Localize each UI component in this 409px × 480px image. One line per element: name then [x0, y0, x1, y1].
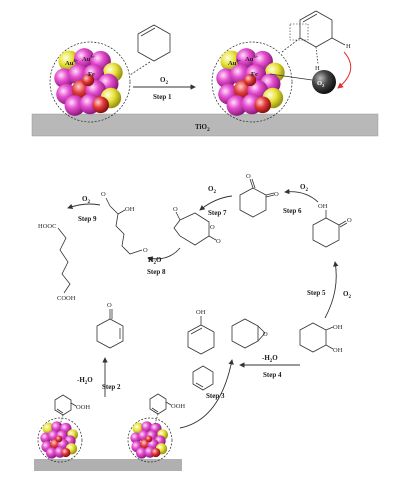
step2-reagent: -H2O — [77, 376, 93, 386]
step5-reagent: O2 — [343, 290, 351, 300]
step5-arrow — [324, 261, 339, 319]
o2-atom-label: O2 — [317, 80, 325, 88]
au-label-1: Auδ+ — [65, 58, 79, 67]
cyclohexanedione-icon — [239, 178, 275, 218]
fe-atom-sphere — [244, 74, 257, 87]
au-fe-cluster-bottom-left — [37, 417, 83, 463]
au-fe-cluster-left — [49, 41, 131, 123]
fe-atom-sphere — [82, 74, 95, 87]
support-atom-sphere — [74, 48, 95, 69]
h-atom-2: H — [315, 65, 320, 72]
epoxide-o-label: O — [263, 331, 268, 338]
red-curved-arrow — [337, 51, 352, 89]
step9-reagent: O2 — [82, 195, 90, 205]
tio2-label: TiO2 — [195, 123, 210, 133]
step9-arrow — [67, 203, 101, 210]
support-atom-sphere — [135, 447, 148, 459]
fe-atom-sphere — [55, 435, 63, 443]
step6-arrow — [284, 188, 319, 203]
step7-arrow — [199, 195, 233, 211]
step1-reagent: O2 — [160, 76, 168, 86]
cyclohexene-intermediate-icon — [281, 10, 346, 65]
step6-reagent: O2 — [300, 183, 308, 193]
cyclohexenyl-hydroperoxide-left-icon — [54, 394, 77, 426]
oxoacid-o-label-2: O — [143, 247, 148, 254]
step6-label: Step 6 — [283, 207, 302, 215]
fe-label-2: Fe — [251, 71, 258, 78]
fe-atom-sphere — [61, 447, 71, 458]
diol-oh-label-2: OH — [333, 347, 343, 354]
step1-label: Step 1 — [153, 93, 172, 101]
cluster-boundary — [211, 41, 293, 123]
fe-label: Fe — [88, 71, 95, 78]
anhydride-o-label-2: O — [210, 224, 215, 231]
dione-o-label-2: O — [274, 191, 279, 198]
au-fe-cluster-bottom-right — [127, 417, 173, 463]
h-atom-1: H — [346, 43, 351, 50]
step5-label: Step 5 — [307, 289, 326, 297]
epoxide-icon — [231, 318, 266, 349]
diol-oh-label-1: OH — [333, 324, 343, 331]
support-atom-sphere — [64, 95, 86, 116]
step2-label: Step 2 — [102, 383, 121, 391]
support-atom-sphere — [226, 95, 248, 116]
hydroxyketone-o-label: O — [347, 217, 352, 224]
step8-reagent: H2O — [148, 256, 162, 266]
cyclohexene-small-icon — [192, 365, 214, 391]
oxoacid-oh-label: OH — [125, 206, 135, 213]
cluster-boundary — [49, 41, 131, 123]
ooh-label-left: OOH — [76, 404, 90, 411]
support-atom-sphere — [141, 421, 153, 433]
cyclohexenone-icon — [96, 309, 124, 349]
catalytic-cycle: OOH OOH -H2O Step 2 O Step 3 — [34, 173, 352, 471]
top-panel: TiO2 Auδ+ Auδ+ Fe O2 Step 1 Auδ+ Auδ+ Fe — [31, 10, 379, 137]
hydroxyketone-oh-label: OH — [318, 203, 328, 210]
step7-label: Step 7 — [208, 209, 227, 217]
step4-label: Step 4 — [263, 371, 282, 379]
cluster-boundary — [127, 417, 173, 463]
hydroxy-ketone-icon — [312, 210, 348, 248]
au-label-3: Auδ+ — [228, 58, 242, 67]
step7-reagent: O2 — [208, 185, 216, 195]
cyclohexenone-o-label: O — [107, 302, 112, 309]
cyclohexenol-icon — [187, 316, 215, 355]
ooh-label-right: OOH — [171, 403, 185, 410]
step9-label: Step 9 — [78, 215, 97, 223]
tio2-support-bottom — [34, 459, 182, 471]
anhydride-o-label-1: O — [173, 206, 178, 213]
adipic-hooc-label: HOOC — [38, 223, 56, 230]
support-atom-sphere — [51, 421, 63, 433]
step3-arrow — [179, 359, 234, 429]
oxoacid-o-label: O — [101, 191, 106, 198]
tio2-support-top — [31, 113, 379, 137]
support-atom-sphere — [45, 447, 58, 459]
au-label-2: Auδ+ — [82, 54, 96, 63]
step3-label: Step 3 — [206, 392, 225, 400]
au-label-4: Auδ+ — [245, 54, 259, 63]
dione-o-label-1: O — [246, 173, 251, 180]
cyclohexanediol-icon — [299, 322, 334, 353]
fe-atom-sphere — [92, 96, 109, 114]
au-fe-cluster-right — [211, 41, 293, 123]
fe-atom-sphere — [254, 96, 271, 114]
cyclic-anhydride-icon — [173, 211, 217, 246]
adipic-cooh-label: COOH — [57, 295, 76, 302]
cyclohexenol-oh-label: OH — [196, 309, 206, 316]
cyclohexenyl-hydroperoxide-right-icon — [149, 393, 172, 425]
support-atom-sphere — [236, 48, 257, 69]
adipic-acid-icon — [57, 227, 71, 294]
oxo-carboxylic-acid-icon — [105, 197, 143, 255]
anhydride-o-label-3: O — [216, 238, 221, 245]
step4-reagent: -H2O — [262, 354, 278, 364]
step8-label: Step 8 — [147, 268, 166, 276]
step8-arrow — [147, 247, 181, 262]
cyclohexene-icon — [129, 24, 171, 76]
cluster-boundary — [37, 417, 83, 463]
fe-atom-sphere — [151, 447, 161, 458]
fe-atom-sphere — [145, 435, 153, 443]
o2-molecule-icon — [312, 70, 336, 94]
